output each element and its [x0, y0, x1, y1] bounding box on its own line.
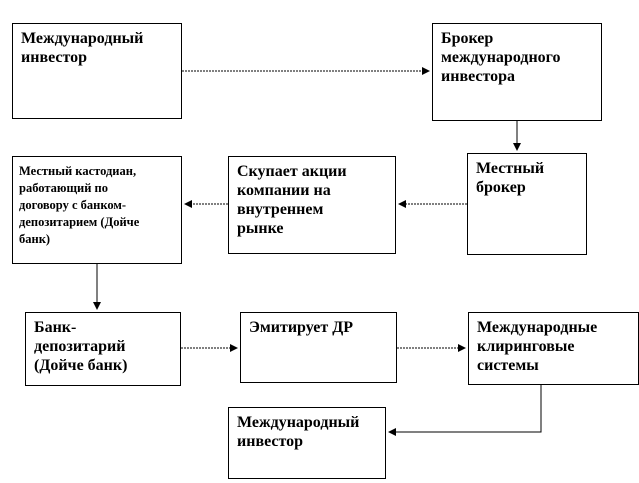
box-issues-dr: Эмитирует ДР: [240, 312, 397, 383]
box-label: Международный инвестор: [237, 414, 360, 450]
box-label: Скупает акции компании на внутреннем рын…: [237, 163, 347, 237]
box-local-broker: Местный брокер: [467, 153, 587, 255]
box-investor-broker: Брокер международного инвестора: [432, 23, 602, 121]
box-depositary-bank: Банк- депозитарий (Дойче банк): [25, 312, 181, 386]
box-label: Международные клиринговые системы: [477, 319, 598, 374]
box-label: Банк- депозитарий (Дойче банк): [34, 319, 128, 374]
box-label: Международный инвестор: [21, 30, 144, 66]
box-buys-shares: Скупает акции компании на внутреннем рын…: [228, 156, 396, 254]
box-local-custodian: Местный кастодиан, работающий по договор…: [12, 156, 182, 264]
box-international-investor-top: Международный инвестор: [12, 23, 182, 119]
box-label: Местный брокер: [476, 160, 545, 196]
arrow-clearing-to-investor: [388, 385, 542, 436]
box-label: Эмитирует ДР: [249, 319, 353, 336]
box-international-clearing: Международные клиринговые системы: [468, 312, 639, 385]
box-label: Брокер международного инвестора: [441, 30, 561, 85]
box-international-investor-bottom: Международный инвестор: [228, 407, 386, 479]
box-label: Местный кастодиан, работающий по договор…: [19, 164, 140, 246]
